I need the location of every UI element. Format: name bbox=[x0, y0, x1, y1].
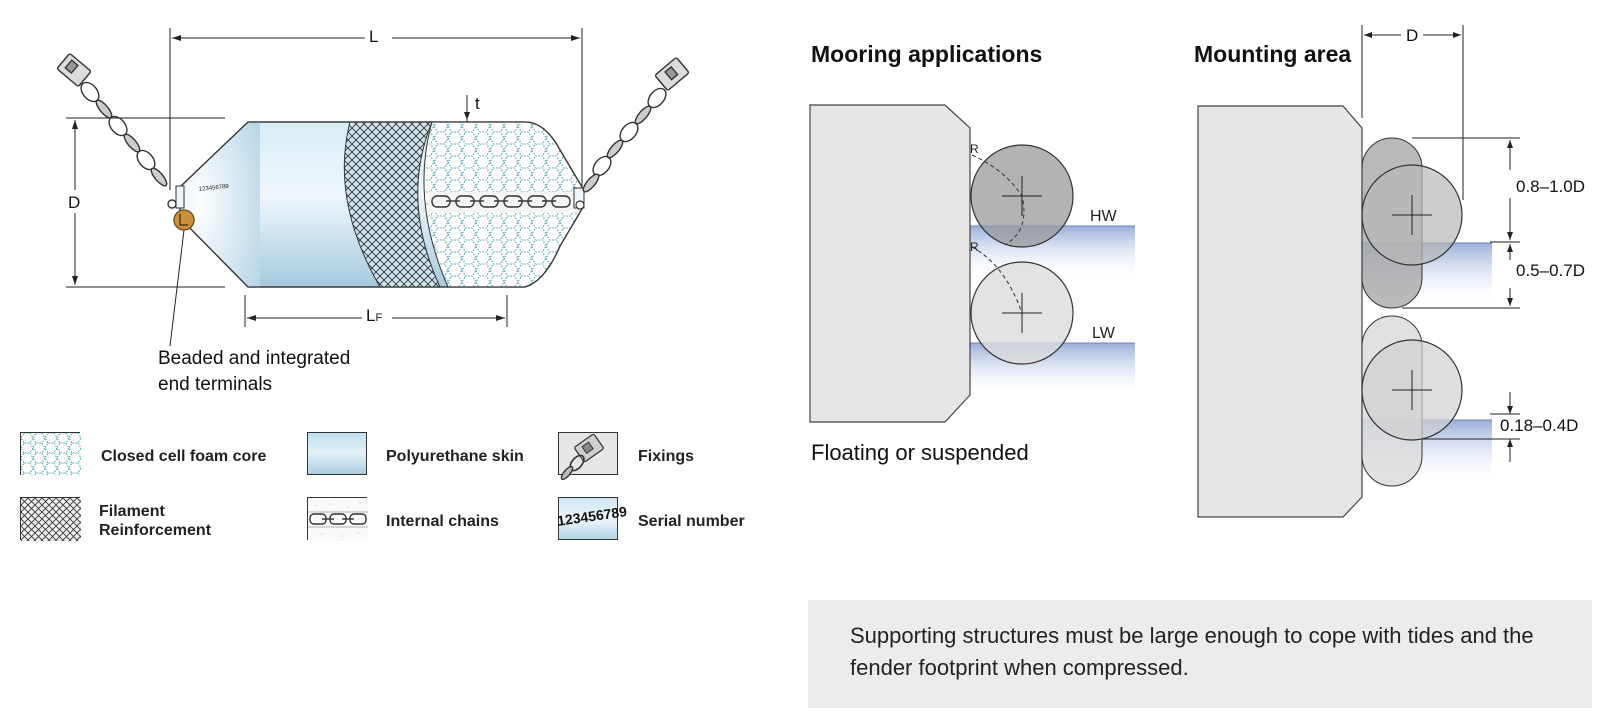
mounting-range-2: 0.5–0.7D bbox=[1516, 261, 1585, 280]
dimension-length-label: L bbox=[369, 27, 379, 46]
legend-label-serial: Serial number bbox=[638, 513, 745, 530]
mounting-title: Mounting area bbox=[1194, 41, 1352, 67]
internal-chains-swatch bbox=[307, 497, 368, 541]
serial-number-swatch: 123456789 bbox=[556, 497, 628, 540]
closed-cell-foam-swatch bbox=[20, 432, 81, 476]
dimension-lf-main: L bbox=[366, 306, 376, 325]
serial-number-swatch-text: 123456789 bbox=[556, 503, 628, 529]
legend-label-foam: Closed cell foam core bbox=[101, 448, 267, 465]
dimension-lf-sub: F bbox=[375, 312, 383, 324]
dimension-lf-label: LF bbox=[366, 306, 382, 326]
mooring-title: Mooring applications bbox=[811, 41, 1043, 67]
note-text: Supporting structures must be large enou… bbox=[850, 623, 1534, 680]
note-box: Supporting structures must be large enou… bbox=[808, 600, 1592, 708]
dimension-diameter-label: D bbox=[68, 193, 81, 212]
dimension-thickness-label: t bbox=[475, 94, 480, 113]
mounting-range-1: 0.8–1.0D bbox=[1516, 177, 1585, 196]
legend-label-filament: Filament Reinforcement bbox=[99, 502, 211, 540]
left-mooring-chain bbox=[56, 53, 177, 209]
fender-cutaway-diagram: 123456789 bbox=[56, 28, 690, 347]
legend-label-skin: Polyurethane skin bbox=[386, 448, 524, 465]
mounting-quay-wall bbox=[1197, 105, 1363, 518]
legend-label-fixings: Fixings bbox=[638, 448, 695, 465]
mounting-d-label: D bbox=[1406, 26, 1418, 45]
legend-label-chains: Internal chains bbox=[386, 513, 499, 530]
fender-body: 123456789 bbox=[179, 121, 583, 288]
mooring-caption: Floating or suspended bbox=[811, 440, 1029, 465]
end-terminal-callout: Beaded and integrated end terminals bbox=[158, 346, 350, 398]
mooring-hw-label: HW bbox=[1090, 208, 1118, 225]
beaded-end-terminal-icon bbox=[173, 209, 195, 231]
mounting-diagram: D bbox=[1197, 25, 1520, 518]
end-terminal-callout-line2: end terminals bbox=[158, 374, 273, 395]
quay-wall bbox=[809, 104, 971, 423]
filament-reinforcement-swatch bbox=[20, 497, 81, 541]
legend-label-filament-line2: Reinforcement bbox=[99, 522, 212, 539]
mooring-r-label-lower: R bbox=[970, 240, 979, 254]
fixings-swatch bbox=[558, 432, 618, 481]
fender-serial-number: 123456789 bbox=[199, 184, 230, 193]
legend-label-filament-line1: Filament bbox=[99, 503, 165, 520]
mooring-lw-label: LW bbox=[1092, 325, 1116, 342]
polyurethane-skin-swatch bbox=[307, 432, 367, 475]
mooring-r-label-upper: R bbox=[970, 142, 979, 156]
right-mooring-chain bbox=[582, 57, 690, 193]
mounting-range-3: 0.18–0.4D bbox=[1500, 416, 1579, 435]
mooring-diagram: R R HW LW bbox=[809, 104, 1135, 423]
end-terminal-callout-line1: Beaded and integrated bbox=[158, 348, 351, 369]
